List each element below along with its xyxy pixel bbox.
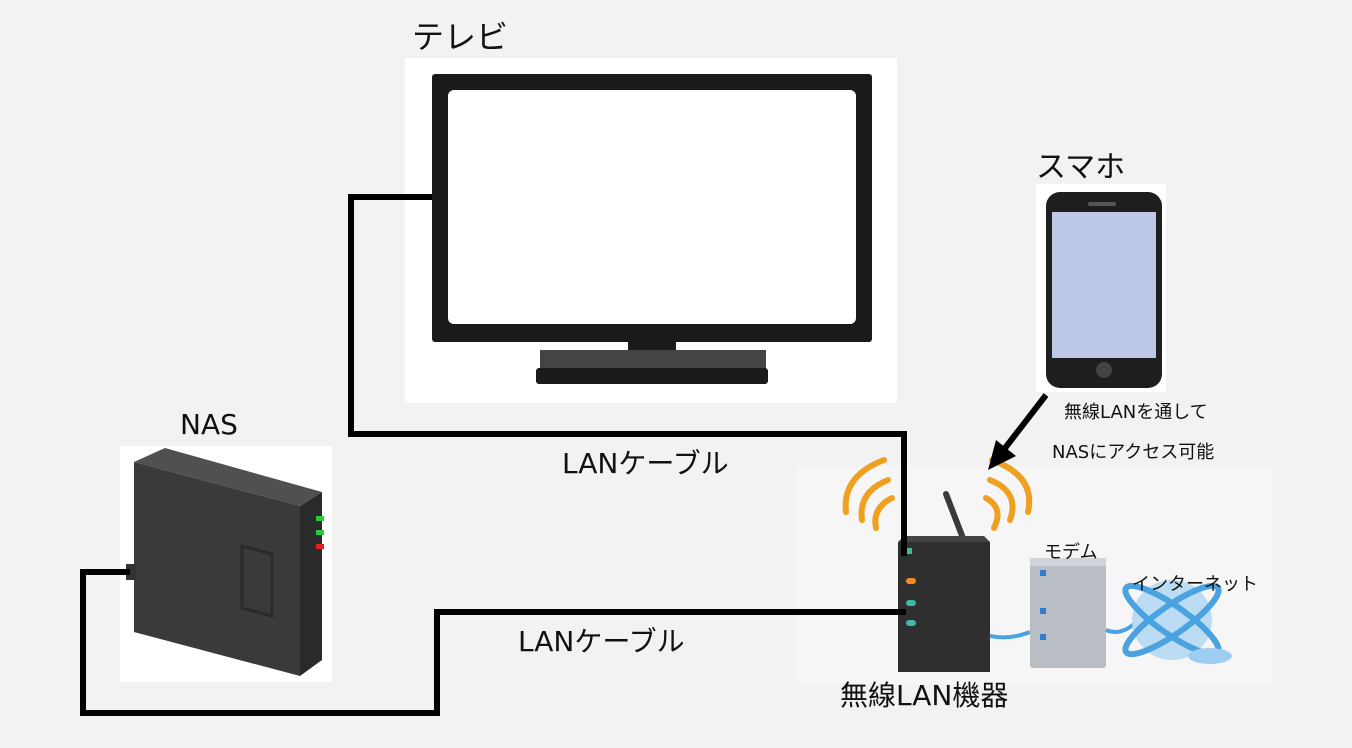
nas-led-red xyxy=(316,544,324,549)
nas-led-green-2 xyxy=(316,530,324,535)
tv-image xyxy=(405,58,897,403)
modem-label: モデム xyxy=(1044,542,1098,563)
smartphone-label: スマホ xyxy=(1036,150,1126,185)
lan-cables xyxy=(80,194,907,716)
nas-image xyxy=(120,446,332,682)
lan-cable-lower-label: LANケーブル xyxy=(518,625,685,658)
router-label: 無線LAN機器 xyxy=(840,679,1009,712)
smartphone-image xyxy=(1036,184,1166,392)
lan-cable-nas-router xyxy=(80,569,906,716)
tv-label: テレビ xyxy=(412,18,509,56)
nas-led-green-1 xyxy=(316,516,324,521)
wifi-waves-left xyxy=(842,457,895,531)
nas-label: NAS xyxy=(180,408,238,441)
router-area-image xyxy=(796,457,1272,684)
note-line-2: NASにアクセス可能 xyxy=(1052,442,1215,463)
wireless-arrow xyxy=(988,393,1049,470)
internet-label: インターネット xyxy=(1132,574,1258,595)
lan-cable-upper-label: LANケーブル xyxy=(562,447,729,480)
note-line-1: 無線LANを通して xyxy=(1064,402,1208,423)
lan-cable-tv-router xyxy=(348,194,907,556)
